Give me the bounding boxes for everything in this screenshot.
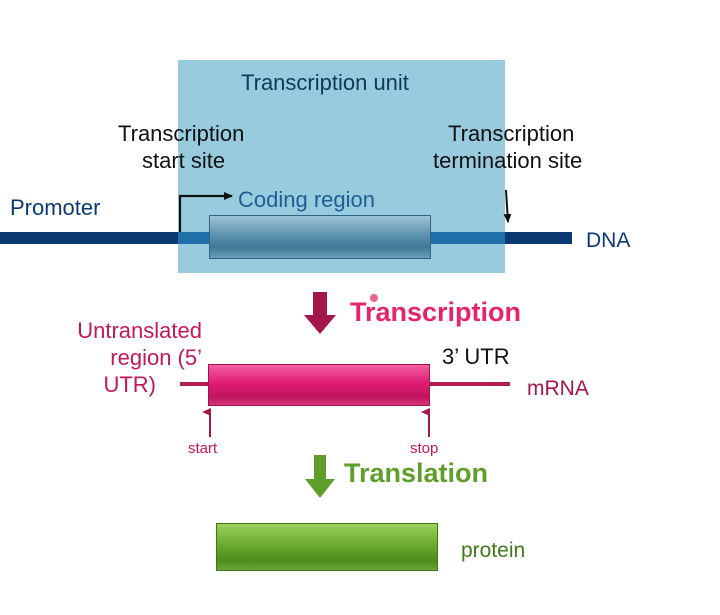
start-site-bent-arrow <box>178 192 233 232</box>
mrna-label: mRNA <box>527 377 589 400</box>
translation-label: Translation <box>344 458 489 488</box>
transcription-start-site-line-2: start site <box>142 147 226 173</box>
transcription-start-site-label: Transcription start site <box>118 121 244 175</box>
protein-label: protein <box>461 539 526 562</box>
stop-codon-label: stop <box>410 440 439 457</box>
transcription-termination-site-line-1: Transcription <box>448 121 575 146</box>
translation-down-arrow <box>305 455 335 498</box>
transcription-termination-site-line-2: termination site <box>433 147 583 173</box>
transcription-label: Transcription <box>350 297 522 327</box>
untranslated-region-line-1: Untranslated <box>77 318 202 343</box>
dna-label: DNA <box>586 229 631 252</box>
transcription-down-arrow <box>304 292 336 334</box>
coding-region-label: Coding region <box>238 187 375 212</box>
transcription-unit-label: Transcription unit <box>241 70 409 95</box>
cursor-pointer-dot <box>370 294 378 302</box>
utr3-label: 3’ UTR <box>442 344 510 369</box>
protein-bar <box>216 523 438 571</box>
start-codon-label: start <box>188 440 218 457</box>
untranslated-region-line-3: UTR) <box>103 371 156 397</box>
mrna-coding-bar <box>208 364 430 406</box>
untranslated-region-line-2: region (5’ <box>110 344 202 370</box>
untranslated-region-label: Untranslated region (5’ UTR) <box>54 318 202 398</box>
transcription-termination-site-label: Transcription termination site <box>433 121 582 175</box>
transcription-start-site-line-1: Transcription <box>118 121 245 146</box>
termination-site-arrow <box>503 189 512 223</box>
coding-region-bar <box>209 215 431 259</box>
promoter-label: Promoter <box>10 195 101 220</box>
